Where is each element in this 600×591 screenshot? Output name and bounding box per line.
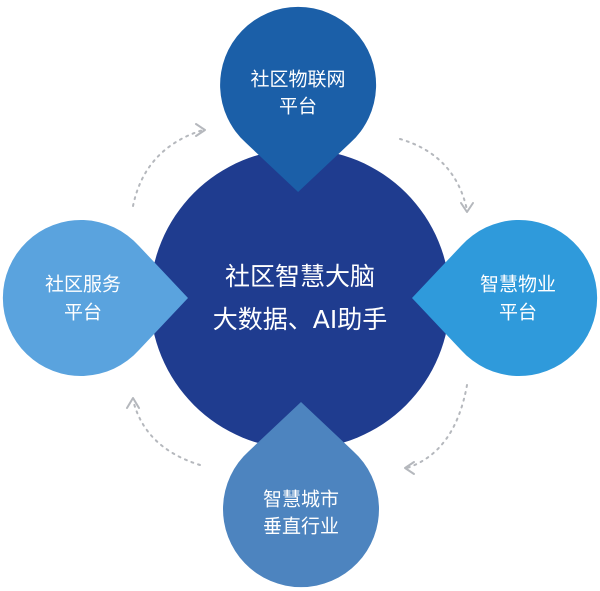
node-community-shape [2, 220, 189, 377]
arrow-left-to-top [132, 123, 206, 207]
node-community-label-1: 社区服务 [45, 274, 121, 296]
node-city-vertical: 智慧城市 垂直行业 [222, 402, 379, 588]
node-property-platform: 智慧物业 平台 [412, 220, 598, 377]
node-community-service: 社区服务 平台 [2, 220, 189, 377]
node-city-shape [222, 402, 379, 588]
cycle-arrows [126, 123, 474, 475]
center-subtitle: 大数据、AI助手 [213, 305, 387, 334]
node-city-label-1: 智慧城市 [263, 489, 339, 511]
arrow-right-to-bottom [404, 384, 468, 475]
node-iot-shape [220, 6, 377, 192]
node-property-label-1: 智慧物业 [480, 274, 556, 296]
node-property-label-2: 平台 [499, 302, 537, 324]
center-title: 社区智慧大脑 [225, 262, 375, 291]
node-iot-label-1: 社区物联网 [250, 69, 345, 91]
center-circle [150, 149, 450, 449]
node-iot-platform: 社区物联网 平台 [220, 6, 377, 192]
node-community-label-2: 平台 [64, 302, 102, 324]
node-iot-label-2: 平台 [279, 96, 317, 118]
arrow-top-to-right [399, 138, 474, 213]
node-property-shape [412, 220, 598, 377]
node-city-label-2: 垂直行业 [263, 516, 339, 538]
arrow-bottom-to-left [126, 397, 201, 466]
